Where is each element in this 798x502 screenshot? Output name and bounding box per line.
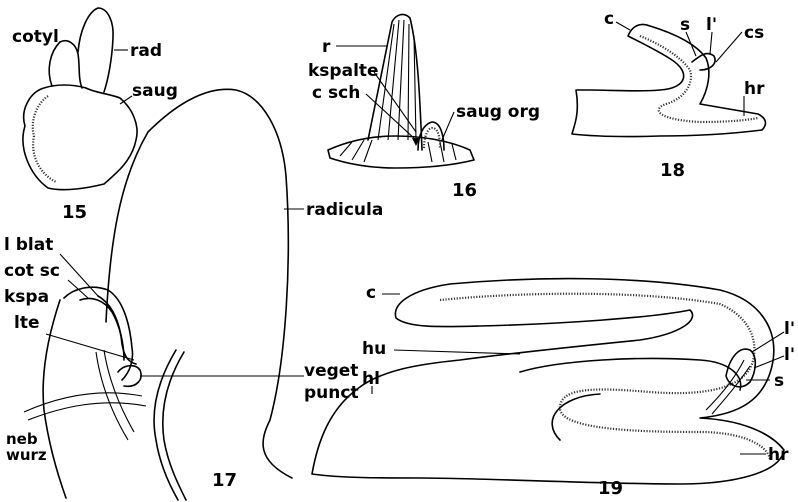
fig19-inner-curve [520, 359, 741, 441]
fig19-label-lprime2: l' [784, 345, 795, 365]
fig18-label-c: c [604, 9, 614, 29]
fig19-label-hl: hl [362, 369, 380, 389]
fig17-number: 17 [212, 470, 237, 491]
fig19-stippled-band [440, 294, 770, 460]
fig19-body-outline [312, 279, 784, 484]
fig16-base [328, 136, 474, 168]
fig18-number: 18 [660, 160, 685, 181]
figure-19: c hu hl l' l' s hr 19 [312, 279, 795, 499]
fig17-label-punct: punct [304, 383, 359, 403]
fig19-label-c: c [366, 283, 376, 303]
fig18-label-lprime: l' [706, 15, 717, 35]
fig17-neb-wurz-lines [24, 393, 146, 420]
fig19-label-hr: hr [768, 445, 789, 465]
fig16-number: 16 [452, 180, 477, 201]
fig15-label-rad: rad [130, 41, 162, 61]
fig18-label-s: s [680, 15, 690, 35]
fig17-label-wurz: wurz [6, 446, 47, 464]
fig15-rad-lobe [78, 8, 113, 92]
fig17-label-lblat: l blat [4, 235, 53, 255]
figure-18: c s l' cs hr 18 [572, 9, 765, 181]
fig19-number: 19 [598, 478, 623, 499]
fig17-label-kspa: kspa [4, 287, 49, 307]
fig18-body-outline [572, 24, 765, 136]
figure-16: r kspalte c sch saug org 16 [308, 15, 540, 201]
fig17-leader-cotsc [68, 280, 88, 298]
fig18-leader-lprime [710, 32, 712, 54]
fig16-label-kspalte: kspalte [308, 61, 379, 81]
fig19-leader-lprime2 [754, 356, 784, 368]
figure-15: cotyl rad saug 15 [12, 8, 178, 223]
fig19-label-lprime1: l' [784, 319, 795, 339]
fig15-number: 15 [62, 202, 87, 223]
fig16-leader-saugorg [442, 112, 454, 140]
fig17-label-lte: lte [14, 313, 39, 333]
fig19-leader-hu [394, 350, 520, 354]
fig15-cotyl-lobe [49, 41, 82, 88]
fig15-saug-body [23, 85, 137, 190]
fig18-leader-cs [716, 32, 742, 62]
fig17-label-radicula: radicula [306, 200, 383, 220]
figure-17: radicula l blat cot sc kspa lte veget pu… [4, 89, 383, 500]
fig16-base-stripes [340, 140, 456, 162]
fig16-label-saugorg: saug org [456, 102, 540, 122]
fig18-leader-s [686, 32, 696, 56]
fig15-inner-contour [33, 96, 56, 182]
fig15-label-saug: saug [132, 81, 178, 101]
fig18-label-cs: cs [744, 23, 764, 43]
fig18-label-hr: hr [744, 79, 765, 99]
fig19-leader-lprime1 [752, 332, 784, 352]
fig17-label-veget: veget [304, 361, 358, 381]
fig16-label-csch: c sch [312, 83, 360, 103]
fig19-label-s: s [774, 371, 784, 391]
fig17-stalk-lines [96, 350, 134, 440]
fig17-root-curve [154, 350, 186, 500]
fig15-label-cotyl: cotyl [12, 27, 59, 47]
fig18-stippled-band [640, 36, 758, 122]
fig16-label-r: r [322, 37, 331, 57]
fig17-label-cotsc: cot sc [4, 261, 60, 281]
fig18-leader-c [616, 22, 630, 30]
fig19-label-hu: hu [362, 339, 386, 359]
